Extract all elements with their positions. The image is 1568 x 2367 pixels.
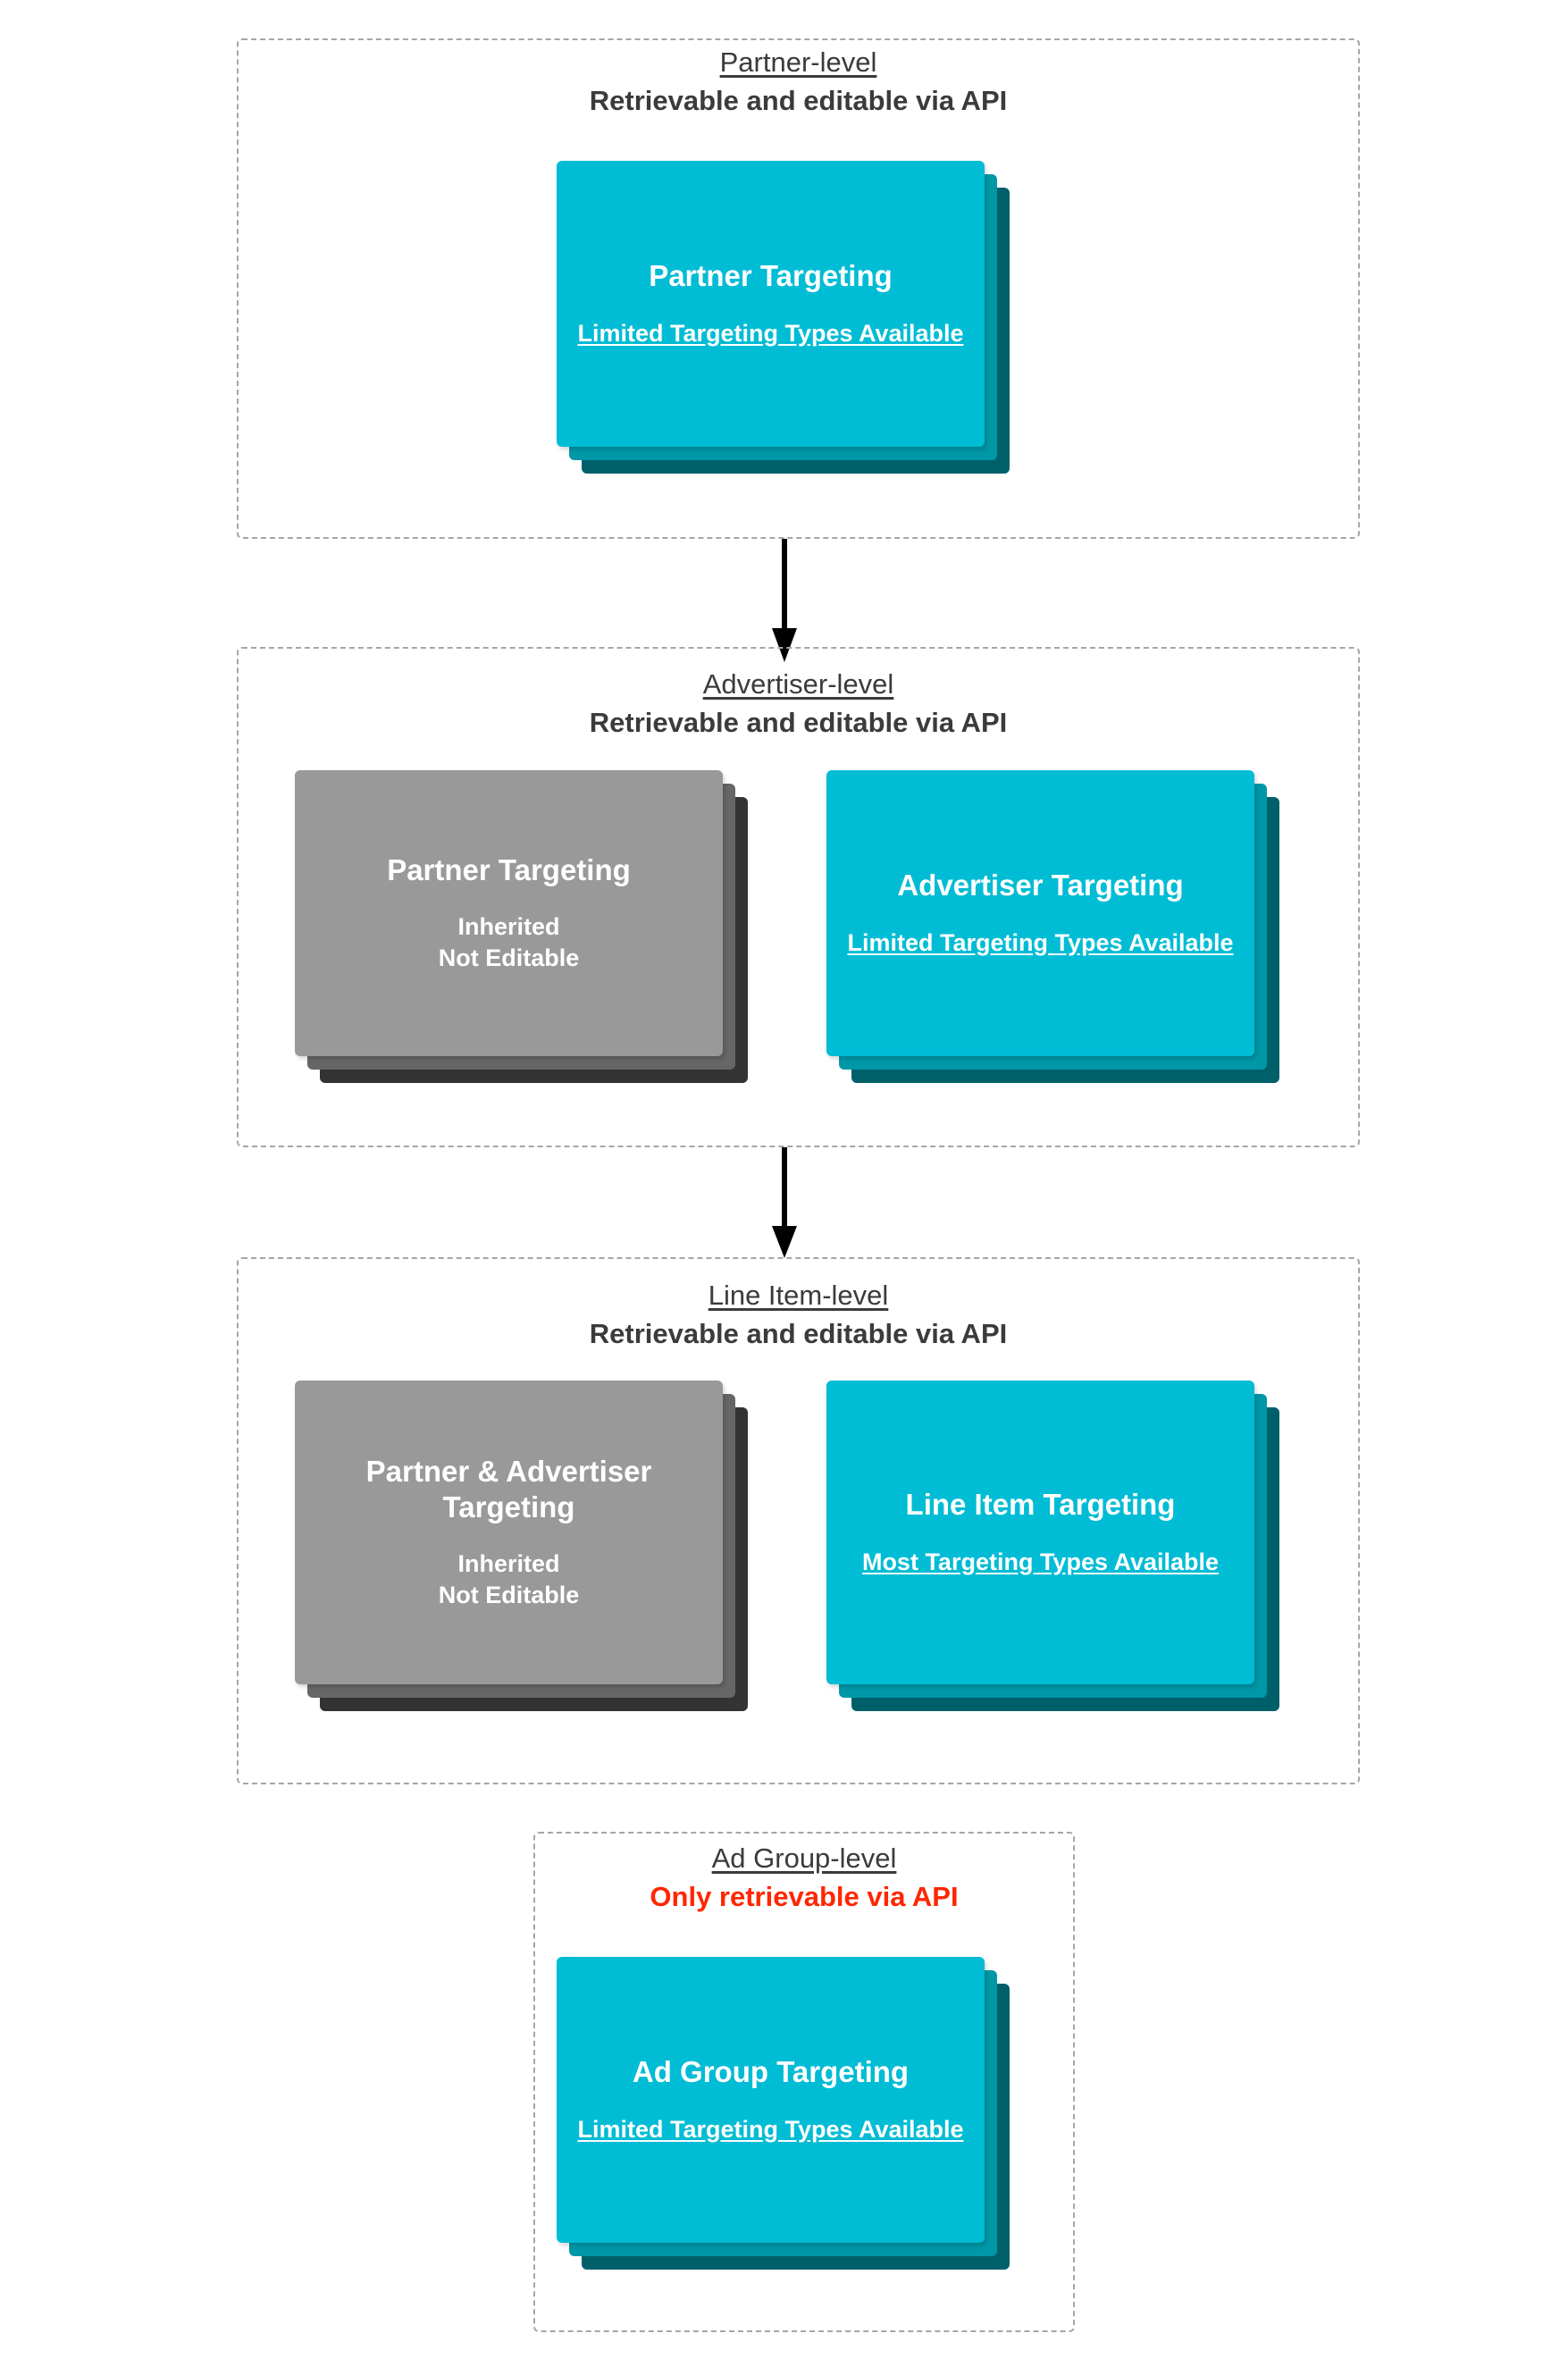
card-face-advertiser-targeting[interactable]: Advertiser Targeting Limited Targeting T… <box>826 770 1254 1056</box>
card-title: Ad Group Targeting <box>632 2055 910 2089</box>
level-title-advertiser: Advertiser-level <box>702 668 894 700</box>
card-title: Partner Targeting <box>387 852 631 886</box>
arrow-down-icon <box>772 1147 797 1258</box>
level-subtitle-partner: Retrievable and editable via API <box>589 84 1008 116</box>
level-title-line-item: Line Item-level <box>708 1280 889 1311</box>
level-heading-advertiser: Advertiser-level Retrievable and editabl… <box>237 668 1360 739</box>
card-note: Limited Targeting Types Available <box>577 2115 964 2143</box>
card-note: Limited Targeting Types Available <box>847 928 1234 956</box>
level-box-ad-group <box>533 1832 1075 2332</box>
card-title: Line Item Targeting <box>905 1488 1176 1522</box>
level-box-line-item <box>237 1257 1360 1784</box>
level-heading-partner: Partner-level Retrievable and editable v… <box>237 46 1360 117</box>
level-subtitle-ad-group: Only retrievable via API <box>650 1880 959 1912</box>
card-face-line-item-targeting[interactable]: Line Item Targeting Most Targeting Types… <box>826 1381 1254 1684</box>
card-stack-ad-group-targeting[interactable]: Ad Group Targeting Limited Targeting Typ… <box>557 1957 1010 2270</box>
card-face-inherited-partner-targeting[interactable]: Partner Targeting Inherited Not Editable <box>295 770 723 1056</box>
card-note: Inherited Not Editable <box>438 1550 580 1609</box>
card-stack-advertiser-inherited[interactable]: Partner Targeting Inherited Not Editable <box>295 770 748 1083</box>
arrow-partner-to-advertiser <box>769 539 800 664</box>
level-subtitle-advertiser: Retrievable and editable via API <box>589 706 1008 738</box>
level-title-ad-group: Ad Group-level <box>711 1842 897 1874</box>
card-note: Most Targeting Types Available <box>861 1548 1220 1575</box>
card-stack-partner-targeting[interactable]: Partner Targeting Limited Targeting Type… <box>557 161 1010 474</box>
level-box-advertiser <box>237 647 1360 1147</box>
card-title: Partner Targeting <box>649 259 893 293</box>
level-heading-line-item: Line Item-level Retrievable and editable… <box>237 1280 1360 1350</box>
level-heading-ad-group: Ad Group-level Only retrievable via API <box>533 1842 1075 1913</box>
card-stack-advertiser-targeting[interactable]: Advertiser Targeting Limited Targeting T… <box>826 770 1279 1083</box>
card-face-ad-group-targeting[interactable]: Ad Group Targeting Limited Targeting Typ… <box>557 1957 985 2243</box>
card-note: Limited Targeting Types Available <box>577 319 964 347</box>
card-note: Inherited Not Editable <box>438 913 580 972</box>
card-title: Advertiser Targeting <box>897 869 1184 902</box>
level-title-partner: Partner-level <box>719 46 877 78</box>
level-box-partner <box>237 38 1360 539</box>
card-stack-line-item-targeting[interactable]: Line Item Targeting Most Targeting Types… <box>826 1381 1279 1711</box>
arrow-down-icon <box>772 539 797 662</box>
level-subtitle-line-item: Retrievable and editable via API <box>589 1317 1008 1349</box>
card-face-partner-targeting[interactable]: Partner Targeting Limited Targeting Type… <box>557 161 985 447</box>
card-title: Partner & Advertiser Targeting <box>365 1454 652 1523</box>
card-stack-line-item-inherited[interactable]: Partner & Advertiser Targeting Inherited… <box>295 1381 748 1711</box>
arrow-advertiser-to-line-item <box>769 1147 800 1260</box>
card-face-inherited-partner-advertiser-targeting[interactable]: Partner & Advertiser Targeting Inherited… <box>295 1381 723 1684</box>
